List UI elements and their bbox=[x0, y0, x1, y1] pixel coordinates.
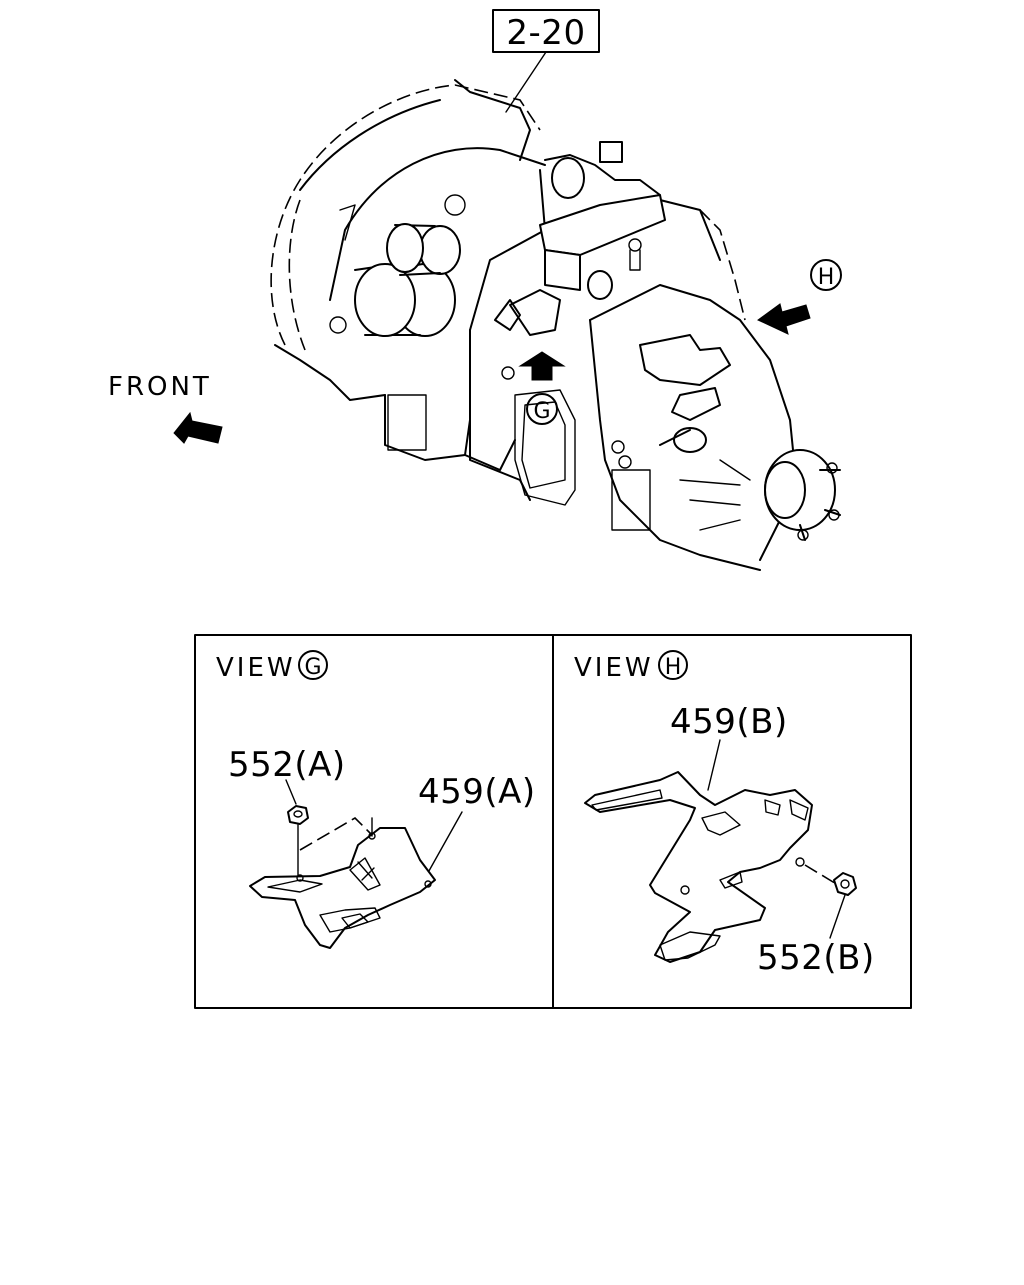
nut-552a-leader bbox=[285, 779, 297, 805]
panel-view-h: VIEW H 459(B) 552(B) bbox=[574, 650, 875, 978]
view-g-circle bbox=[526, 393, 558, 425]
nut-552b-label[interactable]: 552(B) bbox=[757, 938, 875, 978]
bracket-459b-leader bbox=[707, 739, 721, 791]
nut-552a bbox=[287, 805, 309, 881]
panel-g-view-circle bbox=[298, 650, 328, 680]
bracket-459a-leader bbox=[424, 811, 463, 879]
panel-h-view-circle bbox=[658, 650, 688, 680]
bracket-459a-label[interactable]: 459(A) bbox=[418, 772, 536, 812]
front-label: FRONT bbox=[108, 372, 212, 402]
view-h-letter: H bbox=[818, 265, 835, 290]
view-g-arrow bbox=[518, 351, 566, 381]
nut-552b-leader bbox=[829, 894, 846, 939]
detail-views bbox=[194, 634, 912, 1009]
panel-h-view-letter: H bbox=[665, 655, 682, 680]
front-indicator: FRONT bbox=[108, 372, 223, 444]
view-h-indicator[interactable]: H bbox=[757, 259, 842, 335]
panel-h-view-text: VIEW bbox=[574, 653, 654, 683]
reference-callout[interactable]: 2-20 bbox=[492, 9, 600, 113]
panel-g-view-text: VIEW bbox=[216, 653, 296, 683]
view-h-circle bbox=[810, 259, 842, 291]
reference-leader bbox=[505, 51, 547, 113]
view-h-arrow bbox=[757, 303, 811, 335]
front-arrow bbox=[173, 411, 223, 444]
panel-view-g: VIEW G 552(A) 459(A) bbox=[216, 650, 536, 949]
panel-g-view-letter: G bbox=[304, 655, 321, 680]
transmission-assembly bbox=[270, 79, 841, 571]
bracket-459b bbox=[584, 771, 839, 963]
bracket-459a bbox=[249, 816, 436, 949]
bracket-459b-label[interactable]: 459(B) bbox=[670, 702, 788, 742]
nut-552a-label[interactable]: 552(A) bbox=[228, 745, 346, 785]
view-g-letter: G bbox=[533, 399, 550, 424]
reference-label: 2-20 bbox=[506, 13, 585, 53]
view-g-indicator[interactable]: G bbox=[518, 351, 566, 425]
nut-552b bbox=[833, 872, 857, 896]
